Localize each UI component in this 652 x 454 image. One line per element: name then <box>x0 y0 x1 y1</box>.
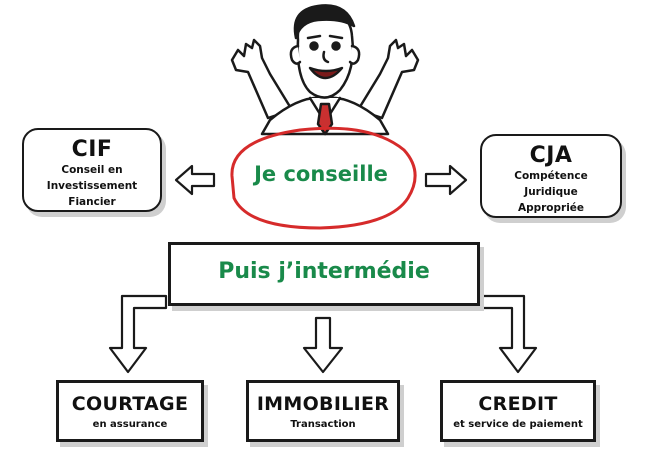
cif-line-2: Investissement <box>46 180 138 192</box>
courtage-title: COURTAGE <box>71 393 189 415</box>
immobilier-box: IMMOBILIER Transaction <box>246 380 400 442</box>
center-down-arrow-icon <box>302 316 344 374</box>
credit-subtitle: et service de paiement <box>453 419 583 430</box>
left-down-arrow-icon <box>108 294 168 374</box>
immobilier-title: IMMOBILIER <box>256 393 390 415</box>
cif-line-3: Fiancier <box>68 196 116 208</box>
cja-line-1: Compétence <box>514 170 588 182</box>
center-label: Je conseille <box>254 162 388 186</box>
cja-line-3: Appropriée <box>517 202 585 214</box>
credit-box: CREDIT et service de paiement <box>440 380 596 442</box>
immobilier-subtitle: Transaction <box>290 419 356 430</box>
right-arrow-icon <box>424 164 468 196</box>
cja-box: CJA Compétence Juridique Appropriée <box>480 134 622 218</box>
cif-box: CIF Conseil en Investissement Fiancier <box>22 128 162 212</box>
credit-title: CREDIT <box>478 393 558 415</box>
courtage-box: COURTAGE en assurance <box>56 380 204 442</box>
cif-line-1: Conseil en <box>61 164 123 176</box>
left-arrow-icon <box>174 164 216 196</box>
intermediation-title: Puis j’intermédie <box>218 259 430 284</box>
courtage-subtitle: en assurance <box>92 419 168 430</box>
cja-line-2: Juridique <box>524 186 578 198</box>
right-down-arrow-icon <box>478 294 538 374</box>
cif-title: CIF <box>71 137 113 162</box>
cja-title: CJA <box>529 143 573 168</box>
intermediation-box: Puis j’intermédie <box>168 242 480 306</box>
